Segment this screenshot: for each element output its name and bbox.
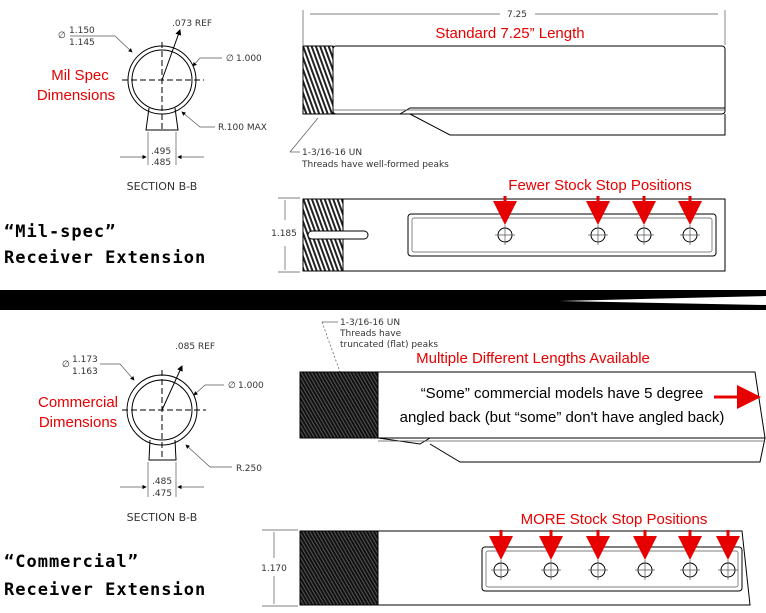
inner-dia: 1.000 <box>236 54 262 64</box>
stock-stop-hole <box>680 225 700 245</box>
thread-note: Threads have <box>339 329 402 339</box>
thread-note: truncated (flat) peaks <box>340 340 438 350</box>
divider-bar <box>0 290 766 310</box>
diameter-symbol: ∅ <box>58 31 66 41</box>
milspec-title: “Mil-spec” <box>4 222 116 242</box>
length-label: Standard 7.25” Length <box>435 25 584 42</box>
section-label: SECTION B-B <box>127 180 198 193</box>
lengths-label: Multiple Different Lengths Available <box>416 350 650 367</box>
key-slot <box>145 107 179 131</box>
dimensions-label: Dimensions <box>37 87 115 104</box>
outer-dia-min: 1.163 <box>72 367 98 377</box>
dimensions-label: Commercial <box>38 394 118 411</box>
commercial-side-view: 1-3/16-16 UN Threads have truncated (fla… <box>299 318 766 463</box>
stock-stop-hole <box>588 560 608 580</box>
ref-dim: .085 REF <box>175 342 215 352</box>
thread-spec: 1-3/16-16 UN <box>340 318 400 328</box>
width-min: .475 <box>152 489 172 499</box>
stops-label: Fewer Stock Stop Positions <box>508 177 691 194</box>
section-label: SECTION B-B <box>127 511 198 524</box>
angle-note: “Some” commercial models have 5 degree <box>421 385 704 402</box>
thread-spec: 1-3/16-16 UN <box>302 148 362 158</box>
commercial-section-view: ∅ 1.173 1.163 .085 REF ∅ 1.000 R.250 .48… <box>38 342 264 524</box>
inner-dia: 1.000 <box>238 381 264 391</box>
dimensions-label: Dimensions <box>39 414 117 431</box>
stops-label: MORE Stock Stop Positions <box>521 511 708 528</box>
diameter-symbol: ∅ <box>62 360 70 370</box>
commercial-top-view: 1.170 MORE Stock Stop Positions <box>261 511 751 607</box>
threads <box>302 45 334 115</box>
threads <box>299 371 379 439</box>
width-max: .485 <box>152 477 172 487</box>
stock-stop-hole <box>635 560 655 580</box>
height-dim: 1.185 <box>271 229 297 239</box>
diameter-symbol: ∅ <box>228 381 236 391</box>
stock-stop-hole <box>491 560 511 580</box>
stock-stop-hole <box>541 560 561 580</box>
outer-dia-max: 1.173 <box>72 355 98 365</box>
stock-stop-hole <box>495 225 515 245</box>
outer-dia-max: 1.150 <box>69 26 95 36</box>
radius-dim: R.250 <box>236 464 262 474</box>
radius-dim: R.100 MAX <box>218 123 267 133</box>
milspec-section-view: ∅ 1.150 1.145 .073 REF ∅ 1.000 R.100 MAX… <box>37 19 267 193</box>
diameter-symbol: ∅ <box>226 54 234 64</box>
angle-note: angled back (but “some” don't have angle… <box>400 409 725 426</box>
milspec-side-view: 7.25 Standard 7.25” Length 1-3/16-16 UN … <box>289 10 726 170</box>
key-slot <box>148 439 177 461</box>
stock-stop-hole <box>718 560 738 580</box>
width-min: .485 <box>151 158 171 168</box>
ref-dim: .073 REF <box>172 19 212 29</box>
stock-stop-hole <box>588 225 608 245</box>
milspec-top-view: 1.185 Fewer Stock Stop Positions <box>271 177 726 273</box>
stock-stop-hole <box>680 560 700 580</box>
divider-highlight <box>560 296 766 305</box>
length-dim: 7.25 <box>507 10 527 20</box>
milspec-title: Receiver Extension <box>4 248 206 268</box>
height-dim: 1.170 <box>261 564 287 574</box>
dimensions-label: Mil Spec <box>51 67 109 84</box>
stock-stop-hole <box>634 225 654 245</box>
commercial-title: “Commercial” <box>4 552 139 572</box>
outer-dia-min: 1.145 <box>69 38 95 48</box>
thread-note: Threads have well-formed peaks <box>301 160 449 170</box>
commercial-title: Receiver Extension <box>4 580 206 600</box>
width-max: .495 <box>151 147 171 157</box>
